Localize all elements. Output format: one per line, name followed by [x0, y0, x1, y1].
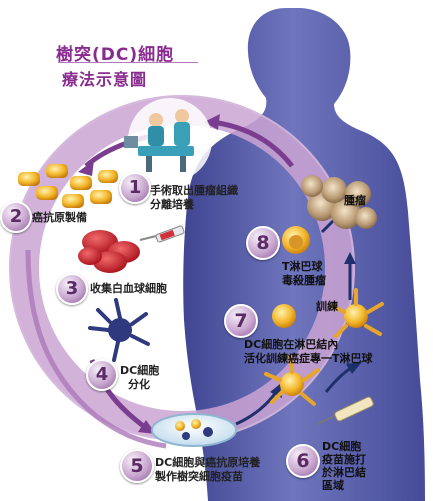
arrow-5-to-6 — [235, 391, 278, 426]
ring-arrow-left — [25, 249, 167, 449]
step-8-label-line2: 毒殺腫瘤 — [282, 274, 326, 287]
blood-cells — [78, 230, 140, 273]
step-6-label: DC細胞 疫苗施打 於淋巴結 區域 — [322, 440, 366, 492]
step-8-badge: 8 — [246, 226, 280, 260]
step-1-badge: 1 — [119, 172, 151, 204]
step-5-label-line2: 製作樹突細胞疫苗 — [155, 470, 243, 483]
step-5-label-line1: DC細胞與癌抗原培養 — [155, 456, 261, 469]
culture-dish — [151, 413, 237, 447]
step-6-label-line3: 於淋巴結 — [322, 466, 366, 479]
vaccine-syringe-icon — [317, 396, 374, 425]
step-7-badge: 7 — [224, 304, 258, 338]
step-6-badge: 6 — [286, 444, 320, 478]
ring-arrow-top — [211, 119, 294, 168]
step-3-label-line1: 收集白血球細胞 — [90, 282, 167, 295]
step-7-label-line1: DC細胞在淋巴結內 — [244, 338, 339, 351]
step-5-badge: 5 — [120, 449, 154, 483]
step-8-label-line1: T淋巴球 — [282, 260, 323, 273]
tumor-cell-cluster — [301, 175, 377, 229]
training-label: 訓練 — [316, 300, 338, 313]
step-3-badge: 3 — [56, 273, 88, 305]
step-4-label: DC細胞 分化 — [120, 364, 159, 392]
step-6-label-line2: 疫苗施打 — [322, 453, 366, 466]
step-8-label: T淋巴球 毒殺腫瘤 — [282, 260, 326, 288]
step-2-label-line1: 癌抗原製備 — [32, 211, 87, 224]
tumor-label: 腫瘤 — [344, 194, 366, 207]
blood-syringe-icon — [139, 225, 185, 243]
golden-dendritic-cells — [264, 288, 384, 406]
step-2-badge: 2 — [0, 201, 32, 233]
arrow-tcell-to-tumor — [320, 218, 336, 234]
title-divider — [58, 62, 198, 63]
cancer-antigen-cells — [18, 164, 118, 208]
t-lymphocyte-cell — [282, 226, 310, 254]
step-2-label: 癌抗原製備 — [32, 211, 87, 225]
step-1-label-line2: 分離培養 — [150, 198, 194, 211]
step-4-label-line2: 分化 — [128, 378, 150, 391]
step-7-label-line2: 活化訓練癌症專一T淋巴球 — [244, 352, 373, 365]
step-1-label-line1: 手術取出腫瘤組織 — [150, 184, 238, 197]
step-4-label-line1: DC細胞 — [120, 364, 160, 377]
diagram-title-line2: 療法示意圖 — [62, 70, 148, 89]
step-6-label-line4: 區域 — [322, 479, 344, 492]
dendritic-cell-navy — [88, 298, 150, 362]
step-5-label: DC細胞與癌抗原培養 製作樹突細胞疫苗 — [155, 456, 260, 484]
step-7-label: DC細胞在淋巴結內 活化訓練癌症專一T淋巴球 — [244, 338, 373, 366]
step-6-label-line1: DC細胞 — [322, 440, 362, 453]
step-3-label: 收集白血球細胞 — [90, 282, 167, 296]
surgery-scene-illustration — [124, 98, 212, 182]
step-4-badge: 4 — [86, 359, 118, 391]
step-1-label: 手術取出腫瘤組織 分離培養 — [150, 184, 238, 212]
diagram-title-line1: 樹突(DC)細胞 — [56, 45, 175, 65]
